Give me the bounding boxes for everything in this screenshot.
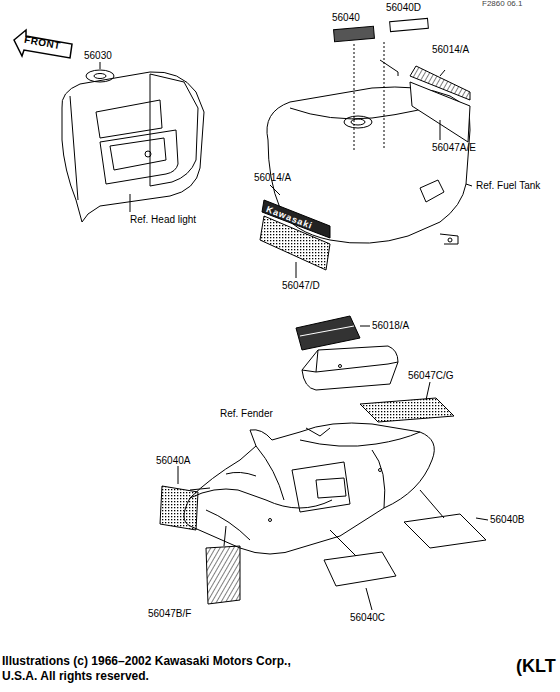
callout-number: 56047B/F xyxy=(148,608,191,619)
part-reference: Ref. Head light xyxy=(130,214,196,225)
callout-number: 56040B xyxy=(490,514,524,525)
callout-number: 56030 xyxy=(84,50,112,61)
callout-number: 56040 xyxy=(332,12,360,23)
callout-number: 56014/A xyxy=(432,44,469,55)
callout-number: 56047/D xyxy=(282,280,320,291)
callout-number: 56047A/E xyxy=(432,142,476,153)
callout-number: 56047C/G xyxy=(408,370,454,381)
callout-number: 56014/A xyxy=(254,172,291,183)
callout-number: 56040A xyxy=(156,455,190,466)
copyright-note: Illustrations (c) 1966–2002 Kawasaki Mot… xyxy=(2,654,302,684)
callout-number: 56040C xyxy=(350,612,385,623)
callout-number: 56040D xyxy=(386,2,421,13)
model-code: (KLT xyxy=(516,657,556,677)
part-reference: Ref. Fender xyxy=(220,408,273,419)
figure-id: F2860 06.1 xyxy=(482,0,522,9)
part-reference: Ref. Fuel Tank xyxy=(476,180,540,191)
callout-number: 56018/A xyxy=(372,320,409,331)
